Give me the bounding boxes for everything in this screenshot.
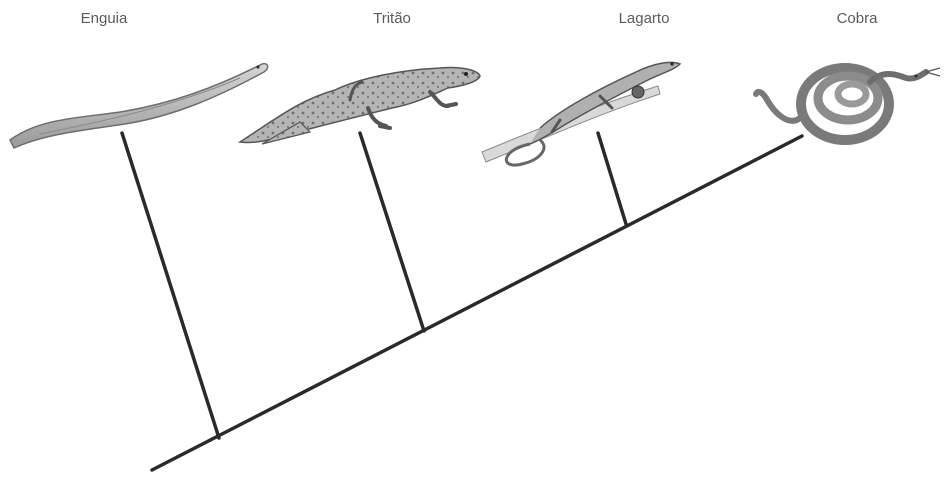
branch-lagarto-line [598,133,626,224]
label-enguia: Enguia [81,10,128,27]
branch-enguia-line [122,133,219,438]
label-tritao: Tritão [373,10,411,27]
main-stem-line [152,136,802,470]
branch-tritao-line [360,133,424,331]
eel-icon [10,64,268,148]
snake-icon [756,68,940,140]
label-cobra: Cobra [837,10,878,27]
label-lagarto: Lagarto [619,10,670,27]
lizard-icon [482,62,680,165]
